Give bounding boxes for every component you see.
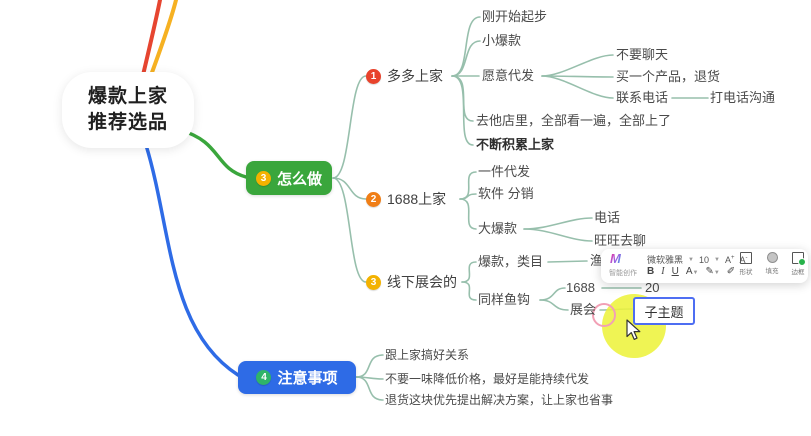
node-big-hit[interactable]: 大爆款 xyxy=(478,221,518,236)
node-keep-accumulating[interactable]: 不断积累上家 xyxy=(476,137,555,152)
node-one-piece-consign[interactable]: 一件代发 xyxy=(478,164,531,179)
node-buy-one-return[interactable]: 买一个产品，退货 xyxy=(616,69,721,84)
topic-offline-exhibition[interactable]: 3 线下展会的 xyxy=(366,272,457,292)
node-contact-phone[interactable]: 联系电话 xyxy=(616,90,669,105)
node-wangwang-chat[interactable]: 旺旺去聊 xyxy=(594,233,647,248)
font-size-select[interactable]: 10 xyxy=(698,254,709,265)
topic-1688[interactable]: 2 1688上家 xyxy=(366,189,446,209)
underline-button[interactable]: U xyxy=(671,266,679,277)
node-exhibition[interactable]: 展会 xyxy=(570,302,597,317)
node-just-start[interactable]: 刚开始起步 xyxy=(482,9,548,24)
node-same-hook[interactable]: 同样鱼钩 xyxy=(478,292,531,307)
font-size-decrease-button[interactable]: A- xyxy=(739,254,748,265)
bold-button[interactable]: B xyxy=(647,266,655,277)
branch-notes-label: 注意事项 xyxy=(277,370,338,387)
fill-button[interactable]: 填充 xyxy=(761,252,783,276)
fill-icon xyxy=(766,252,778,263)
chevron-down-icon[interactable]: ▼ xyxy=(688,256,694,263)
node-fishing[interactable]: 渔 xyxy=(590,253,604,268)
border-icon xyxy=(792,252,806,266)
node-hit-category[interactable]: 爆款，类目 xyxy=(478,254,544,269)
app-logo-icon: M xyxy=(610,251,621,266)
node-1688-price[interactable]: 1688 xyxy=(566,280,595,295)
topic-duoduo[interactable]: 1 多多上家 xyxy=(366,66,443,86)
number-badge-3b-icon: 3 xyxy=(366,274,381,290)
node-20-price[interactable]: 20 xyxy=(645,280,660,295)
main-branch-line-blue xyxy=(144,143,240,377)
node-return-solution[interactable]: 退货这块优先提出解决方案，让上家也省事 xyxy=(385,393,614,407)
mouse-cursor-icon xyxy=(626,319,641,340)
number-badge-2-icon: 2 xyxy=(366,191,381,207)
font-color-button[interactable]: A▼ xyxy=(685,266,699,277)
branch-how-label: 怎么做 xyxy=(276,170,322,188)
branch-node-how[interactable]: 3 怎么做 xyxy=(246,161,332,195)
shape-icon xyxy=(740,252,752,264)
central-topic-line2: 推荐选品 xyxy=(87,112,168,133)
main-branch-line-green xyxy=(178,128,248,179)
number-badge-1-icon: 1 xyxy=(366,68,381,84)
border-button[interactable]: 边框 xyxy=(787,252,809,276)
node-phone[interactable]: 电话 xyxy=(594,210,621,225)
format-toolbar: M 智能创作 微软雅黑 ▼ 10 ▼ A+ A- B I U A▼ ✎▼ ✐ 形… xyxy=(601,249,808,283)
highlight-color-button[interactable]: ✎▼ xyxy=(705,266,720,277)
app-logo-label: 智能创作 xyxy=(609,270,637,277)
branch-node-notes[interactable]: 4 注意事项 xyxy=(238,361,356,394)
topic-duoduo-label: 多多上家 xyxy=(387,68,443,84)
node-no-chat[interactable]: 不要聊天 xyxy=(616,47,669,62)
number-badge-4-icon: 4 xyxy=(256,370,272,385)
node-small-hit[interactable]: 小爆款 xyxy=(482,33,522,48)
topic-offline-label: 线下展会的 xyxy=(387,274,457,290)
italic-button[interactable]: I xyxy=(661,266,665,277)
node-visit-store[interactable]: 去他店里，全部看一遍，全部上了 xyxy=(476,113,672,128)
subtopic-edit-input[interactable]: 子主题 xyxy=(633,297,695,325)
chevron-down-icon[interactable]: ▼ xyxy=(713,256,720,263)
node-no-price-cut[interactable]: 不要一味降低价格，最好是能持续代发 xyxy=(385,372,590,386)
shape-button[interactable]: 形状 xyxy=(735,252,757,276)
topic-1688-label: 1688上家 xyxy=(387,191,447,207)
node-software-distribution[interactable]: 软件 分销 xyxy=(478,186,534,201)
central-topic-node[interactable]: 爆款上家 推荐选品 xyxy=(62,72,194,148)
node-call-communicate[interactable]: 打电话沟通 xyxy=(710,90,776,105)
font-family-select[interactable]: 微软雅黑 xyxy=(647,255,684,265)
central-topic-line1: 爆款上家 xyxy=(87,86,168,107)
node-willing-consign[interactable]: 愿意代发 xyxy=(482,68,535,83)
font-size-increase-button[interactable]: A+ xyxy=(724,254,735,265)
click-ring-highlight xyxy=(592,303,616,327)
format-painter-button[interactable]: ✐ xyxy=(726,266,736,277)
node-good-relation[interactable]: 跟上家搞好关系 xyxy=(385,348,470,362)
number-badge-3-icon: 3 xyxy=(255,170,271,186)
